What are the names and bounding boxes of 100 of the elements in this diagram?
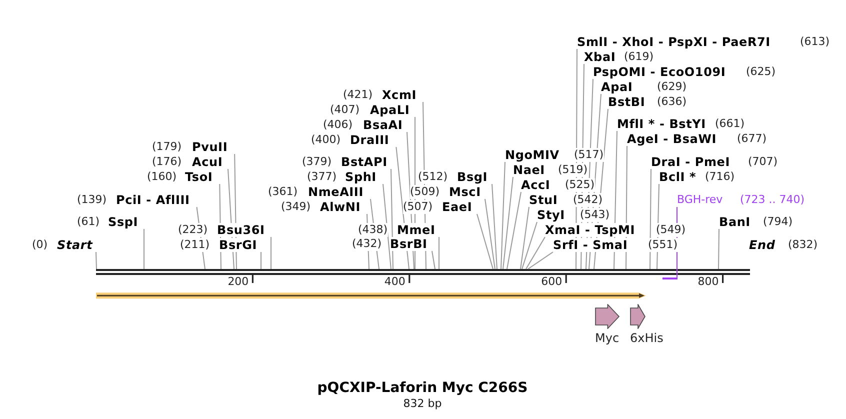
site-position: (361) bbox=[268, 185, 298, 199]
enzyme-name: AlwNI bbox=[320, 200, 360, 214]
map-title: pQCXIP-Laforin Myc C266S bbox=[317, 380, 528, 397]
leader-line bbox=[522, 222, 538, 270]
enzyme-name: AgeI - BsaWI bbox=[627, 132, 717, 146]
site-position: (223) bbox=[178, 223, 208, 237]
enzyme-name: StyI bbox=[537, 208, 565, 222]
site-position: (525) bbox=[565, 178, 595, 192]
primer-position: (723 .. 740) bbox=[740, 193, 805, 207]
site-position: (400) bbox=[311, 133, 341, 147]
site-position: (707) bbox=[748, 155, 778, 169]
enzyme-name: BstAPI bbox=[341, 155, 388, 169]
site-position: (716) bbox=[705, 170, 735, 184]
site-position: (519) bbox=[558, 163, 588, 177]
site-position: (794) bbox=[763, 215, 793, 229]
site-position: (625) bbox=[746, 65, 776, 79]
leader-line bbox=[526, 236, 546, 270]
leader-line bbox=[492, 184, 498, 270]
feature-label: Myc bbox=[595, 331, 620, 345]
leader-line bbox=[520, 206, 530, 270]
enzyme-name: SmlI - XhoI - PspXI - PaeR7I bbox=[577, 35, 770, 49]
enzyme-name: Bsu36I bbox=[217, 223, 265, 237]
leader-line bbox=[502, 176, 514, 270]
leader-line bbox=[96, 252, 97, 270]
enzyme-name: BsaAI bbox=[363, 118, 403, 132]
leader-line bbox=[528, 252, 554, 270]
start-label: Start bbox=[57, 238, 93, 252]
enzyme-name: MmeI bbox=[397, 223, 436, 237]
site-position: (139) bbox=[77, 193, 107, 207]
site-position: (377) bbox=[307, 170, 337, 184]
site-position: (549) bbox=[656, 223, 686, 237]
enzyme-name: AcuI bbox=[192, 155, 223, 169]
enzyme-name: BstBI bbox=[608, 95, 646, 109]
site-position: (349) bbox=[281, 200, 311, 214]
leader-line bbox=[718, 228, 720, 270]
site-position: (517) bbox=[574, 148, 604, 162]
enzyme-name: StuI bbox=[529, 193, 558, 207]
site-position: (211) bbox=[180, 238, 210, 252]
start-position: (0) bbox=[32, 238, 48, 252]
enzyme-name: BsgI bbox=[457, 170, 488, 184]
feature-label: 6xHis bbox=[630, 331, 664, 345]
enzyme-name: ApaLI bbox=[370, 103, 410, 117]
site-position: (421) bbox=[343, 88, 373, 102]
enzyme-name: PciI - AflIII bbox=[116, 193, 190, 207]
enzyme-name: PspOMI - EcoO109I bbox=[593, 65, 726, 79]
leader-line bbox=[382, 184, 392, 270]
enzyme-name: BsrBI bbox=[390, 237, 428, 251]
enzyme-name: BanI bbox=[719, 215, 750, 229]
enzyme-name: NaeI bbox=[513, 163, 545, 177]
site-position: (179) bbox=[152, 140, 182, 154]
site-position: (160) bbox=[147, 170, 177, 184]
enzyme-name: NmeAIII bbox=[308, 185, 364, 199]
enzyme-name: MflI * - BstYI bbox=[617, 117, 706, 131]
site-position: (61) bbox=[77, 215, 100, 229]
site-position: (543) bbox=[580, 208, 610, 222]
end-label: End bbox=[749, 238, 776, 252]
site-position: (406) bbox=[323, 118, 353, 132]
primer-mark bbox=[662, 278, 678, 280]
site-position: (509) bbox=[410, 185, 440, 199]
enzyme-name: BclI * bbox=[659, 170, 696, 184]
site-position: (661) bbox=[715, 117, 745, 131]
leader-line bbox=[650, 168, 652, 270]
enzyme-name: XbaI bbox=[584, 50, 616, 64]
enzyme-name: SrfI - SmaI bbox=[553, 238, 628, 252]
site-position: (507) bbox=[403, 200, 433, 214]
enzyme-name: DraI - PmeI bbox=[651, 155, 730, 169]
leader-line bbox=[390, 168, 394, 270]
site-position: (551) bbox=[648, 238, 678, 252]
enzyme-name: PvuII bbox=[192, 140, 228, 154]
enzyme-name: EaeI bbox=[442, 200, 472, 214]
enzyme-name: SphI bbox=[345, 170, 376, 184]
site-position: (176) bbox=[152, 155, 182, 169]
leader-line bbox=[432, 250, 436, 270]
leader-line bbox=[506, 192, 522, 270]
end-position: (832) bbox=[788, 238, 818, 252]
enzyme-name: AccI bbox=[521, 178, 550, 192]
site-position: (379) bbox=[302, 155, 332, 169]
site-position: (613) bbox=[800, 35, 830, 49]
leader-line bbox=[500, 162, 506, 270]
site-position: (542) bbox=[573, 193, 603, 207]
site-position: (636) bbox=[657, 95, 687, 109]
site-position: (677) bbox=[737, 132, 767, 146]
leader-line bbox=[476, 214, 494, 270]
leader-line bbox=[260, 252, 262, 270]
site-position: (432) bbox=[352, 237, 382, 251]
enzyme-name: DraIII bbox=[350, 133, 390, 147]
enzyme-name: NgoMIV bbox=[505, 148, 560, 162]
site-position: (629) bbox=[657, 80, 687, 94]
leader-line bbox=[484, 198, 496, 270]
enzyme-name: SspI bbox=[108, 215, 138, 229]
enzyme-name: TsoI bbox=[185, 170, 213, 184]
leader-line bbox=[270, 236, 272, 270]
site-position: (619) bbox=[624, 50, 654, 64]
enzyme-name: XmaI - TspMI bbox=[545, 223, 635, 237]
leader-line bbox=[438, 236, 440, 270]
site-position: (407) bbox=[330, 103, 360, 117]
site-position: (438) bbox=[358, 223, 388, 237]
enzyme-name: MscI bbox=[449, 185, 481, 199]
enzyme-name: BsrGI bbox=[219, 238, 258, 252]
enzyme-name: ApaI bbox=[601, 80, 633, 94]
